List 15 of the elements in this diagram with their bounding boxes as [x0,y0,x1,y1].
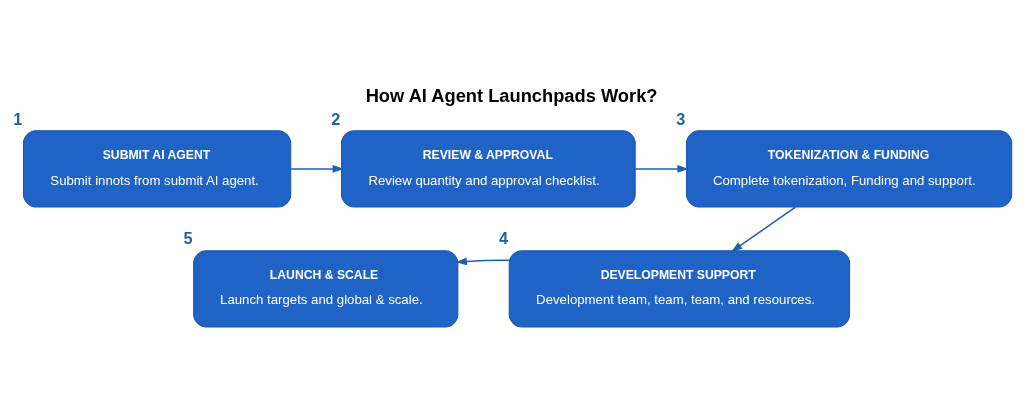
node-label: 1 [12,109,22,128]
node-label: 5 [183,229,193,248]
node-box: REVIEW & APPROVAL Review quantity and approval checklist. [340,130,636,208]
diagram-title: How AI Agent Launchpads Work? [365,84,657,106]
arrow [455,257,510,266]
node-box: TOKENIZATION & FUNDING Complete tokenization, Funding and support. [685,130,1012,208]
node-label: 2 [330,109,340,128]
node-box: DEVELOPMENT SUPPORT Development team, team, team, and resources. [508,250,850,328]
node-label: 4 [498,229,508,248]
arrow [634,165,689,173]
node-label: 3 [675,109,685,128]
arrow [289,165,344,173]
arrow [730,206,796,252]
node-box: SUBMIT AI AGENT Submit innots from submit AI agent. [22,130,291,208]
node-box: LAUNCH & SCALE Launch targets and global & scale. [192,250,458,328]
